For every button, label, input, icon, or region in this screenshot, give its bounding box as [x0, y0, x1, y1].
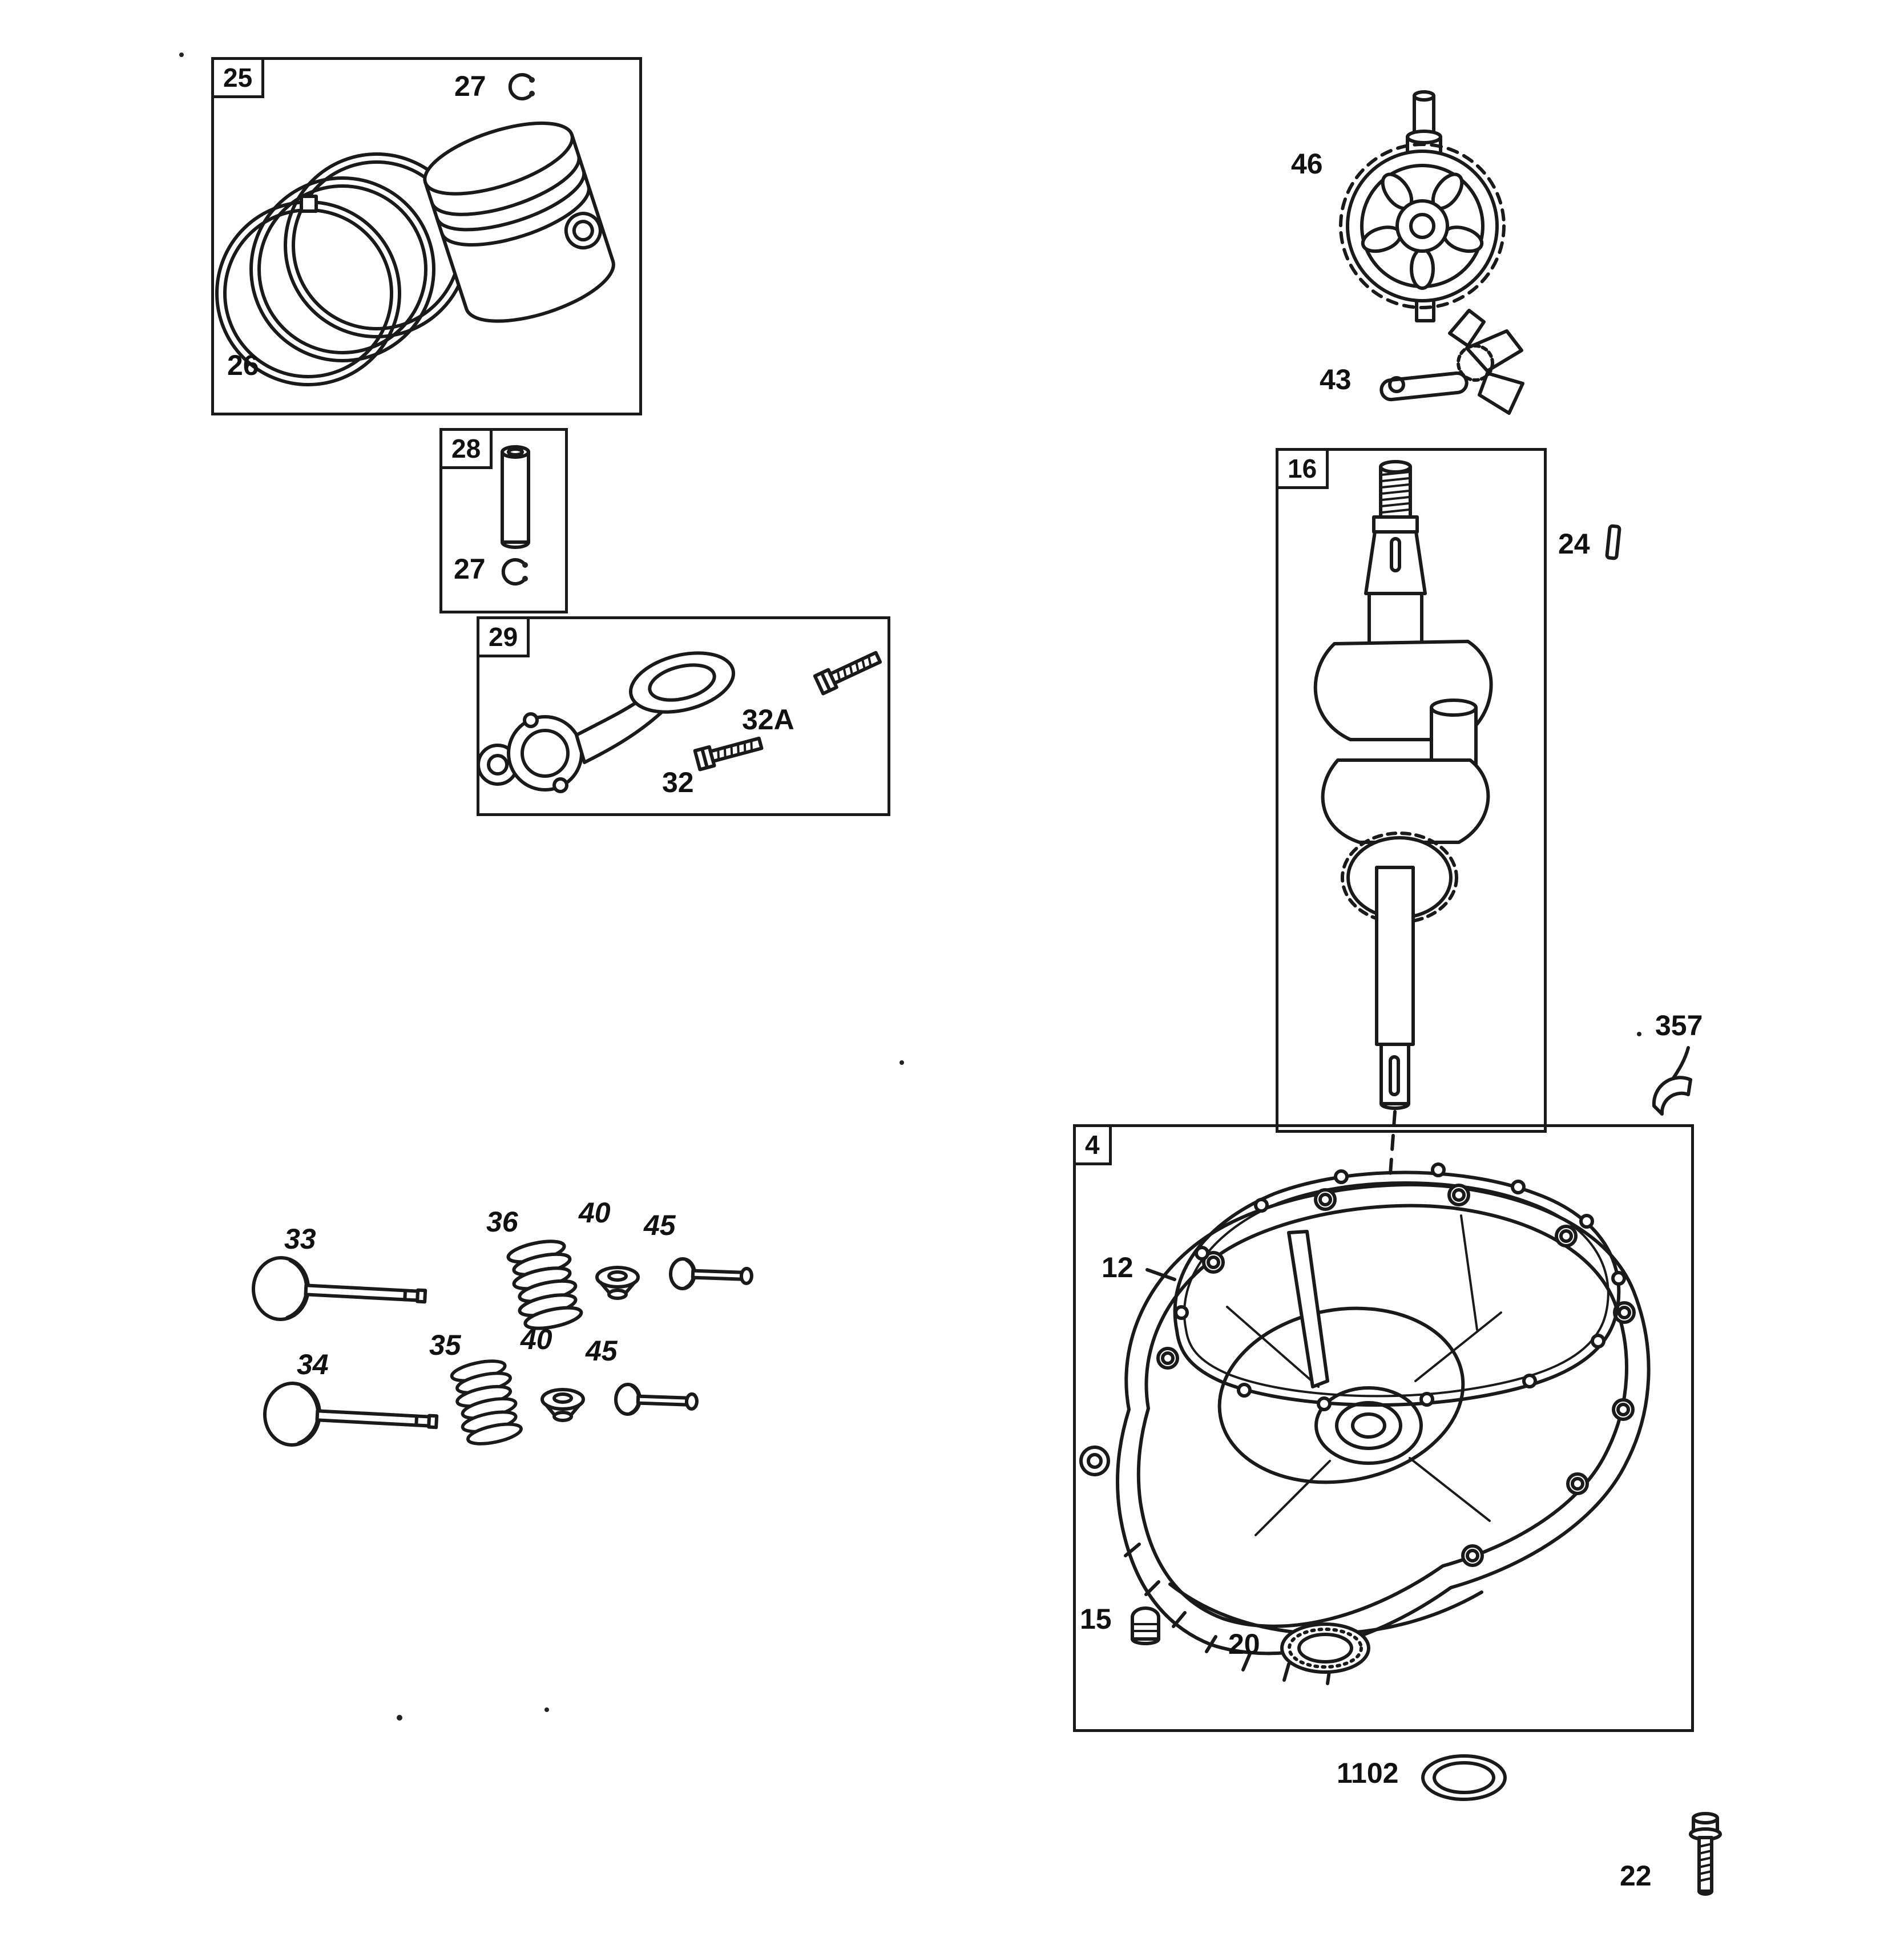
valve-spring-lower-icon: [450, 1356, 523, 1448]
callout-piston-clip: 27: [454, 70, 486, 102]
callout-spring-lower: 35: [429, 1329, 461, 1361]
exhaust-valve-icon: [263, 1382, 438, 1453]
callout-bolt: 22: [1620, 1860, 1652, 1892]
valve-cap-lower-icon: [615, 1384, 697, 1416]
callout-ring-set: 26: [227, 349, 259, 381]
callout-oil-slinger: 43: [1320, 364, 1352, 395]
spring-retainer-upper-icon: [597, 1267, 638, 1298]
box-tag-piston: 25: [211, 57, 265, 98]
callout-cap-upper: 45: [644, 1209, 676, 1241]
piston: [423, 121, 615, 323]
box-tag-sump: 4: [1073, 1124, 1112, 1165]
valve-spring-upper-icon: [506, 1237, 583, 1333]
callout-cam-gear: 46: [1291, 148, 1323, 180]
box-tag-crankshaft: 16: [1276, 448, 1329, 489]
callout-oil-seal: 1102: [1337, 1757, 1399, 1789]
callout-plug: 15: [1080, 1603, 1112, 1635]
piston-group-box: [211, 57, 642, 415]
callout-gasket: 12: [1102, 1251, 1133, 1283]
connecting-rod-group-box: [477, 616, 890, 816]
sump-bolt: [1689, 1812, 1722, 1896]
callout-pin-clip: 27: [454, 553, 486, 585]
piston-pin: [501, 445, 530, 549]
intake-valve-icon: [252, 1257, 426, 1327]
spring-retainer-lower-icon: [542, 1390, 583, 1420]
callout-valve-upper: 33: [284, 1223, 316, 1255]
connecting-rod: [477, 651, 736, 793]
callout-key: 24: [1558, 528, 1590, 560]
crankshaft-group-box: [1276, 448, 1547, 1133]
valve-cap-upper-icon: [670, 1258, 752, 1291]
callout-seal-357: 357: [1655, 1010, 1703, 1041]
sump-bearing: [1280, 1622, 1370, 1674]
oil-slinger: [1379, 309, 1524, 415]
breather-seal-357: [1652, 1046, 1692, 1116]
camshaft-gear: [1339, 90, 1506, 322]
box-tag-piston-pin: 28: [439, 428, 493, 469]
piston-pin-group-box: [439, 428, 568, 613]
scan-specks: [179, 53, 1641, 1721]
sump-group-box: [1073, 1124, 1694, 1732]
callout-retainer-upper: 40: [579, 1197, 611, 1229]
crankshaft: [1313, 460, 1493, 1110]
callout-retainer-lower: 40: [521, 1323, 552, 1355]
callout-cap-lower: 45: [586, 1335, 618, 1367]
callout-rod-screw-a: 32A: [742, 704, 794, 736]
callout-bearing: 20: [1228, 1628, 1260, 1660]
callout-rod-screw: 32: [662, 766, 694, 798]
callout-spring-upper: 36: [486, 1206, 518, 1238]
sump-gasket: [1145, 1162, 1626, 1411]
crankshaft-key-icon: [1605, 524, 1621, 560]
oil-plug: [1131, 1606, 1160, 1645]
oil-seal: [1421, 1754, 1507, 1801]
callout-valve-lower: 34: [297, 1349, 329, 1380]
box-tag-connecting-rod: 29: [477, 616, 530, 657]
crankcase-sump: [1079, 1182, 1651, 1685]
